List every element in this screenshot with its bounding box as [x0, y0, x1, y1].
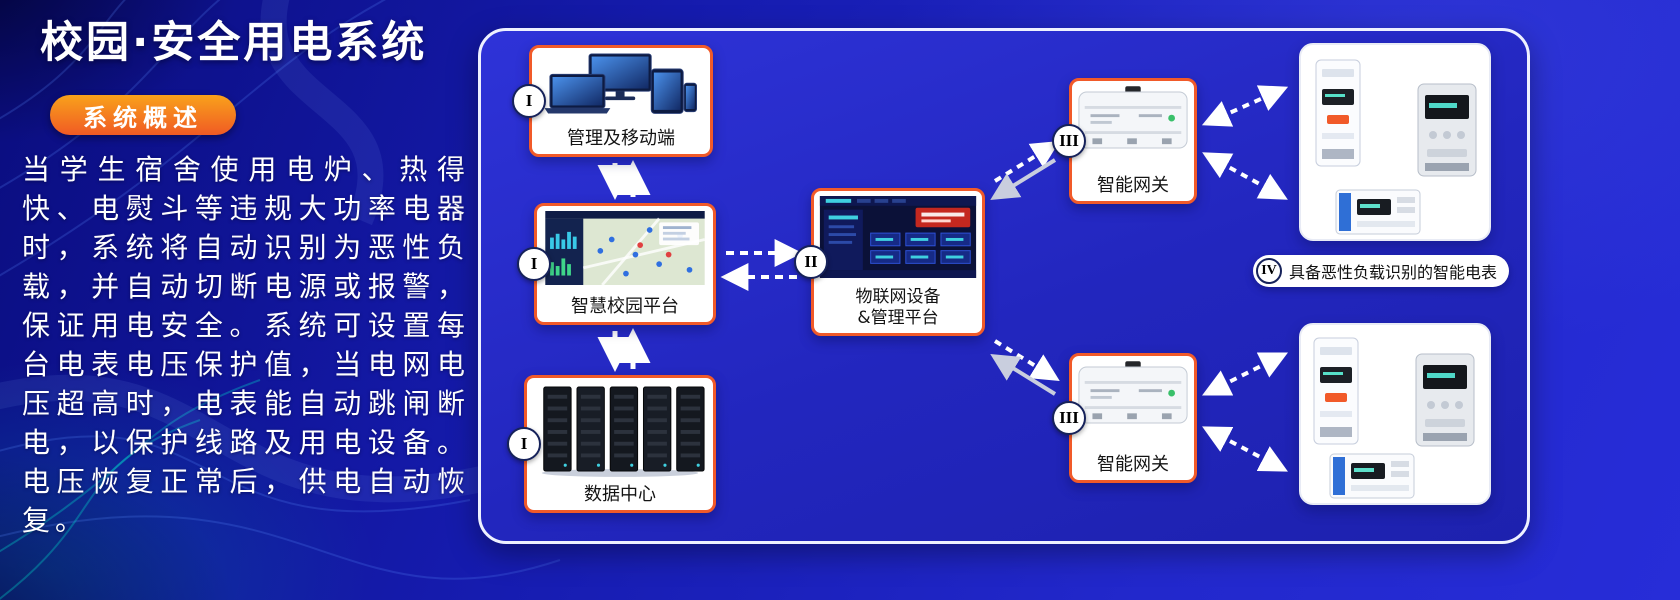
- diagram-panel: I 管理及移动端 I: [478, 28, 1530, 544]
- node-label-gateway-top: 智能网关: [1097, 175, 1169, 196]
- numeral-badge-7: IV: [1256, 258, 1282, 284]
- overview-badge: 系统概述: [50, 95, 236, 135]
- meter-horizontal-image: [1329, 453, 1415, 499]
- system-description: 当学生宿舍使用电炉、热得快、电熨斗等违规大功率电器时，系统将自动识别为恶性负载，…: [22, 153, 470, 537]
- node-gateway-bottom: III 智能网关: [1052, 353, 1197, 483]
- node-label-gateway-bottom: 智能网关: [1097, 454, 1169, 475]
- node-data-center: I: [507, 375, 716, 513]
- node-management-terminals: I 管理及移动端: [512, 45, 713, 157]
- iot-dashboard-image: [819, 196, 977, 278]
- iot-label-line1: 物联网设备: [855, 287, 941, 307]
- campus-dashboard-image: [542, 211, 708, 285]
- smart-meter-group-bottom: [1299, 323, 1491, 505]
- numeral-badge-1: I: [512, 84, 546, 118]
- meter-horizontal-image: [1335, 189, 1421, 235]
- iot-label-line2: &管理平台: [857, 308, 939, 328]
- numeral-badge-4: II: [794, 245, 828, 279]
- devices-cluster-image: [539, 53, 703, 117]
- server-racks-image: [532, 383, 708, 477]
- node-label-data-center: 数据中心: [584, 484, 656, 505]
- numeral-badge-6: III: [1052, 401, 1086, 435]
- numeral-badge-3: I: [507, 427, 541, 461]
- meter-tall-image: [1313, 337, 1359, 445]
- node-gateway-top: III 智能网关: [1052, 78, 1197, 204]
- page-title: 校园·安全用电系统: [40, 18, 428, 68]
- meter-tall-image: [1315, 59, 1361, 167]
- smart-meters-caption: IV 具备恶性负载识别的智能电表: [1253, 255, 1510, 287]
- meter-screen-image: [1415, 353, 1475, 447]
- node-iot-platform: II: [794, 188, 985, 336]
- node-label-campus-platform: 智慧校园平台: [571, 296, 679, 317]
- numeral-badge-2: I: [517, 247, 551, 281]
- node-label-management: 管理及移动端: [567, 128, 675, 149]
- gateway-device-image-bottom: [1077, 361, 1189, 429]
- gateway-device-image-top: [1077, 86, 1189, 154]
- node-label-iot-platform: 物联网设备 &管理平台: [856, 287, 941, 329]
- numeral-badge-5: III: [1052, 124, 1086, 158]
- smart-meters-label: 具备恶性负载识别的智能电表: [1289, 263, 1498, 282]
- node-campus-platform: I: [517, 203, 716, 325]
- smart-meter-group-top: [1299, 43, 1491, 241]
- meter-screen-image: [1417, 83, 1477, 177]
